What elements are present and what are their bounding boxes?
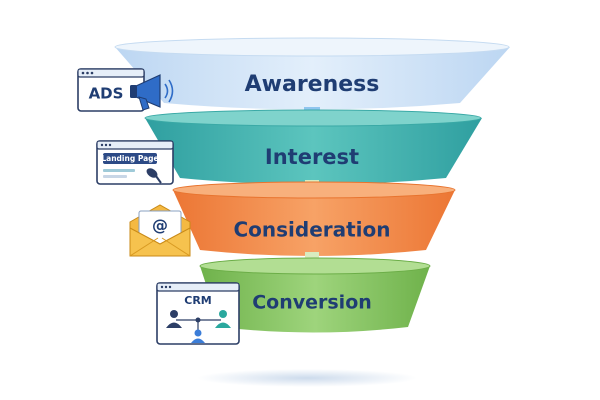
ads-label: ADS <box>89 85 124 103</box>
email-envelope-icon: @ <box>129 204 191 257</box>
cursor-icon <box>146 168 162 184</box>
ads-browser-icon: ADS <box>77 68 174 112</box>
stage-label-interest: Interest <box>265 145 359 169</box>
user-icon <box>166 310 182 328</box>
crm-label: CRM <box>184 294 212 307</box>
stage-label-consideration: Consideration <box>233 218 390 242</box>
megaphone-icon <box>130 74 174 111</box>
landing-page-browser-icon: Landing Page <box>96 140 174 185</box>
funnel-shadow <box>197 369 417 387</box>
user-icon <box>191 329 205 343</box>
stage-consideration: Consideration <box>172 181 456 256</box>
crm-network-icon: CRM <box>156 282 240 345</box>
at-symbol: @ <box>152 216 168 235</box>
landing-page-label: Landing Page <box>101 154 158 163</box>
user-icon <box>215 310 231 328</box>
stage-interest: Interest <box>144 109 482 185</box>
stage-awareness: Awareness <box>114 37 510 110</box>
stage-conversion: Conversion <box>199 257 431 333</box>
stage-label-awareness: Awareness <box>245 72 380 97</box>
stage-label-conversion: Conversion <box>252 292 372 314</box>
